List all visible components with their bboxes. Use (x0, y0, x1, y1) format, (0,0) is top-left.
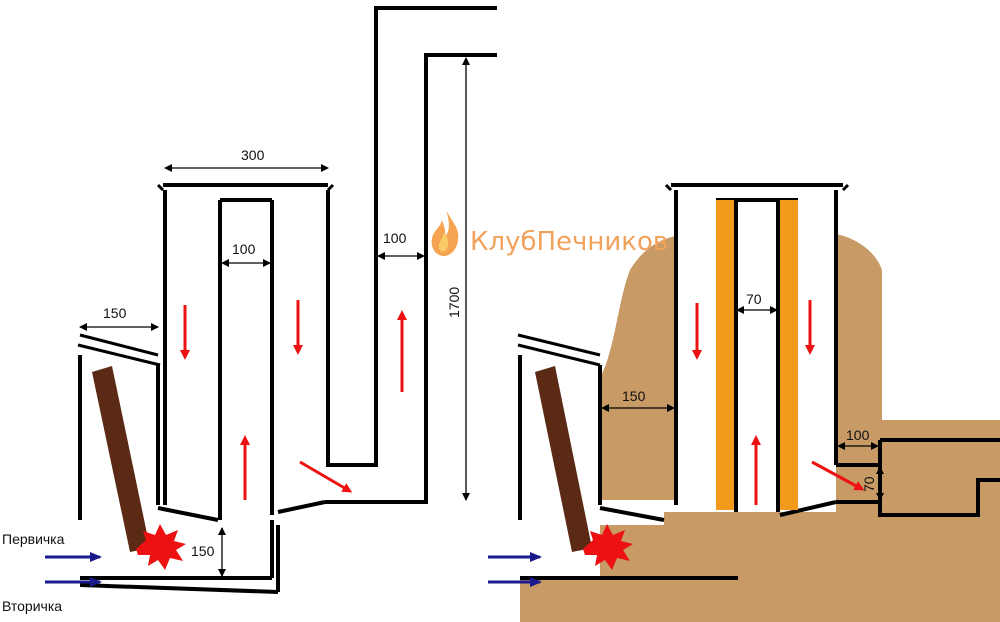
firewood-log-icon (92, 366, 150, 552)
flame-logo-icon (431, 210, 459, 256)
left-stove-walls (77, 6, 497, 594)
secondary-air-label: Вторичка (2, 598, 62, 614)
firewood-log-icon (535, 366, 592, 552)
right-flow-arrows (692, 300, 865, 505)
fire-burst-icon (583, 524, 633, 570)
flow-arrow-exit (299, 460, 353, 493)
dim-tunnel-height: 150 (191, 543, 215, 559)
dim-riser-outer-width: 300 (241, 147, 265, 163)
right-dimension-lines (601, 306, 884, 501)
riser-liners (716, 200, 798, 510)
dim-exhaust-width: 100 (846, 427, 870, 443)
left-dimension-labels: 300 100 150 150 100 1700 (103, 147, 462, 559)
air-inlet-arrows (488, 552, 542, 587)
right-insulation-earth (520, 234, 1000, 622)
watermark-text: КлубПечников (470, 227, 668, 257)
right-dimension-labels: 70 150 100 70 (622, 291, 877, 492)
watermark: КлубПечников (431, 210, 668, 257)
air-labels: Первичка Вторичка (2, 531, 65, 614)
dim-riser-inner-width-right: 70 (746, 291, 762, 307)
dim-riser-inner-width: 100 (232, 241, 256, 257)
dim-exhaust-height: 70 (861, 476, 877, 492)
flow-arrow-exit (811, 460, 865, 491)
primary-air-label: Первичка (2, 531, 65, 547)
left-dimension-lines (79, 57, 470, 577)
left-flow-arrows (180, 300, 407, 500)
dim-chimney-height: 1700 (446, 287, 462, 318)
dim-chimney-width: 100 (383, 230, 407, 246)
dim-feed-width: 150 (103, 305, 127, 321)
fire-burst-icon (136, 524, 186, 570)
air-inlet-arrows (45, 552, 102, 587)
dim-insulation-thickness: 150 (622, 388, 646, 404)
